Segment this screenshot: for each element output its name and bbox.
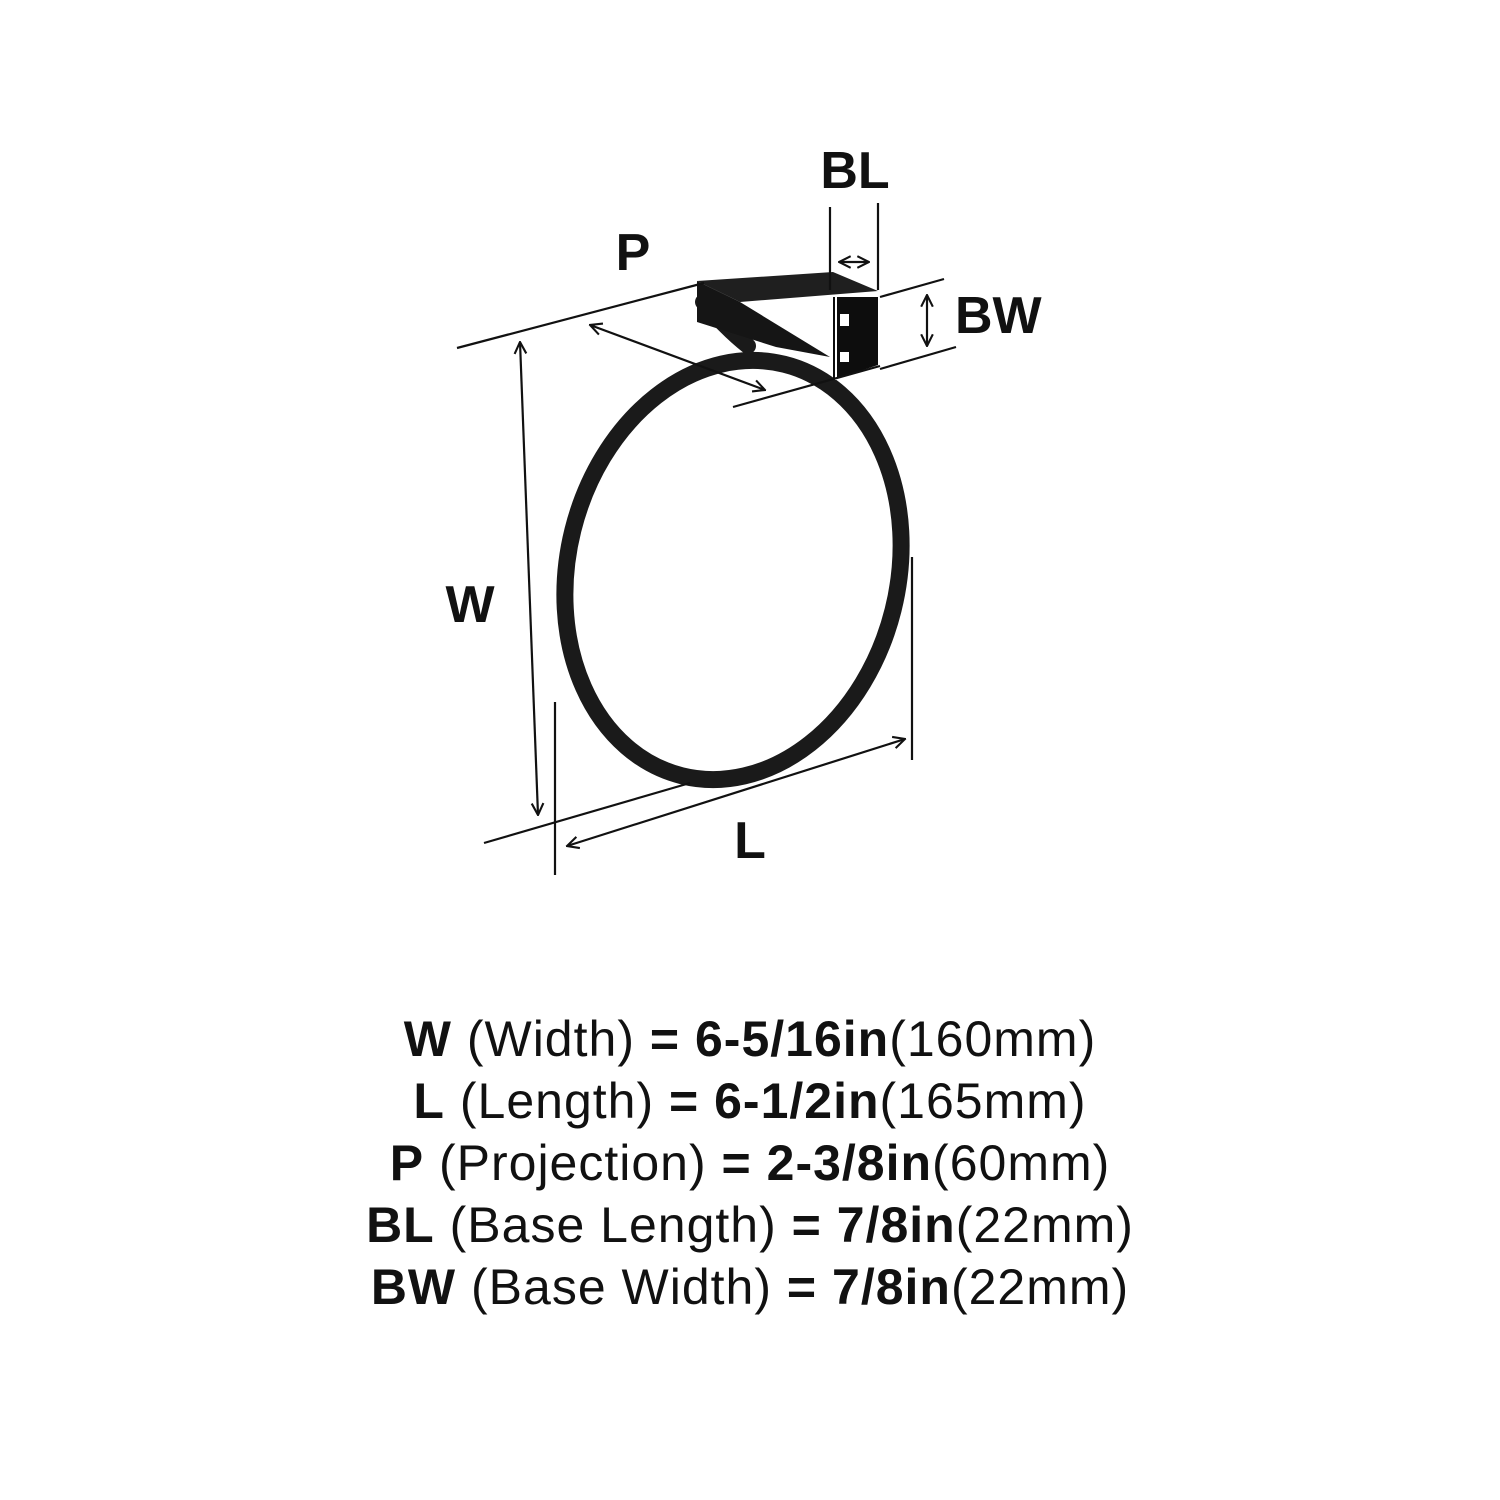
spec-metric: (22mm) [955, 1197, 1134, 1253]
w-arrow [520, 342, 538, 815]
spec-code: L [413, 1073, 445, 1129]
spec-metric: (160mm) [889, 1011, 1097, 1067]
bw-extension-top [879, 277, 945, 299]
l-arrow [567, 739, 905, 846]
spec-imperial: 2-3/8in [766, 1135, 933, 1191]
label-bl: BL [820, 142, 889, 200]
towel-ring-loop [556, 351, 910, 789]
base-slot-bottom [840, 352, 849, 362]
dimension-lines [456, 203, 957, 875]
spec-imperial: 7/8in [832, 1259, 951, 1315]
label-p: P [616, 224, 651, 282]
spec-name: (Base Width) [471, 1259, 772, 1315]
label-bw: BW [955, 287, 1043, 345]
spec-code: P [389, 1135, 425, 1191]
spec-row-projection: P (Projection) = 2-3/8in(60mm) [0, 1132, 1500, 1194]
spec-row-length: L (Length) = 6-1/2in(165mm) [0, 1070, 1500, 1132]
p-arrow [590, 325, 765, 390]
spec-row-width: W (Width) = 6-5/16in(160mm) [0, 1008, 1500, 1070]
spec-imperial: 6-1/2in [714, 1073, 880, 1129]
spec-code: BW [370, 1259, 457, 1315]
dimension-specs: W (Width) = 6-5/16in(160mm) L (Length) =… [0, 1008, 1500, 1318]
label-w: W [445, 576, 495, 634]
spec-metric: (60mm) [932, 1135, 1111, 1191]
spec-equals: = [649, 1011, 681, 1067]
spec-imperial: 7/8in [836, 1197, 956, 1253]
base-slot-top [840, 314, 849, 326]
spec-name: (Width) [466, 1011, 635, 1067]
p-extension-line-lower [732, 364, 881, 409]
label-l: L [734, 812, 766, 870]
spec-row-base-length: BL (Base Length) = 7/8in(22mm) [0, 1194, 1500, 1256]
spec-name: (Base Length) [449, 1197, 777, 1253]
spec-imperial: 6-5/16in [694, 1011, 890, 1067]
spec-metric: (165mm) [879, 1073, 1087, 1129]
spec-code: W [403, 1011, 452, 1067]
bw-extension-bottom [879, 345, 957, 371]
spec-metric: (22mm) [950, 1259, 1130, 1315]
towel-ring-product [556, 272, 910, 789]
spec-equals: = [721, 1135, 752, 1191]
p-extension-line [456, 281, 705, 350]
spec-equals: = [786, 1259, 818, 1315]
spec-name: (Projection) [438, 1135, 707, 1191]
spec-equals: = [669, 1073, 700, 1129]
spec-equals: = [791, 1197, 822, 1253]
base-side-face [697, 281, 830, 357]
spec-row-base-width: BW (Base Width) = 7/8in(22mm) [0, 1256, 1500, 1318]
w-extension-bottom [483, 781, 691, 845]
spec-name: (Length) [459, 1073, 655, 1129]
base-top-face [697, 272, 878, 302]
spec-code: BL [366, 1197, 435, 1253]
dimension-diagram: BL P BW W L [445, 142, 1043, 875]
